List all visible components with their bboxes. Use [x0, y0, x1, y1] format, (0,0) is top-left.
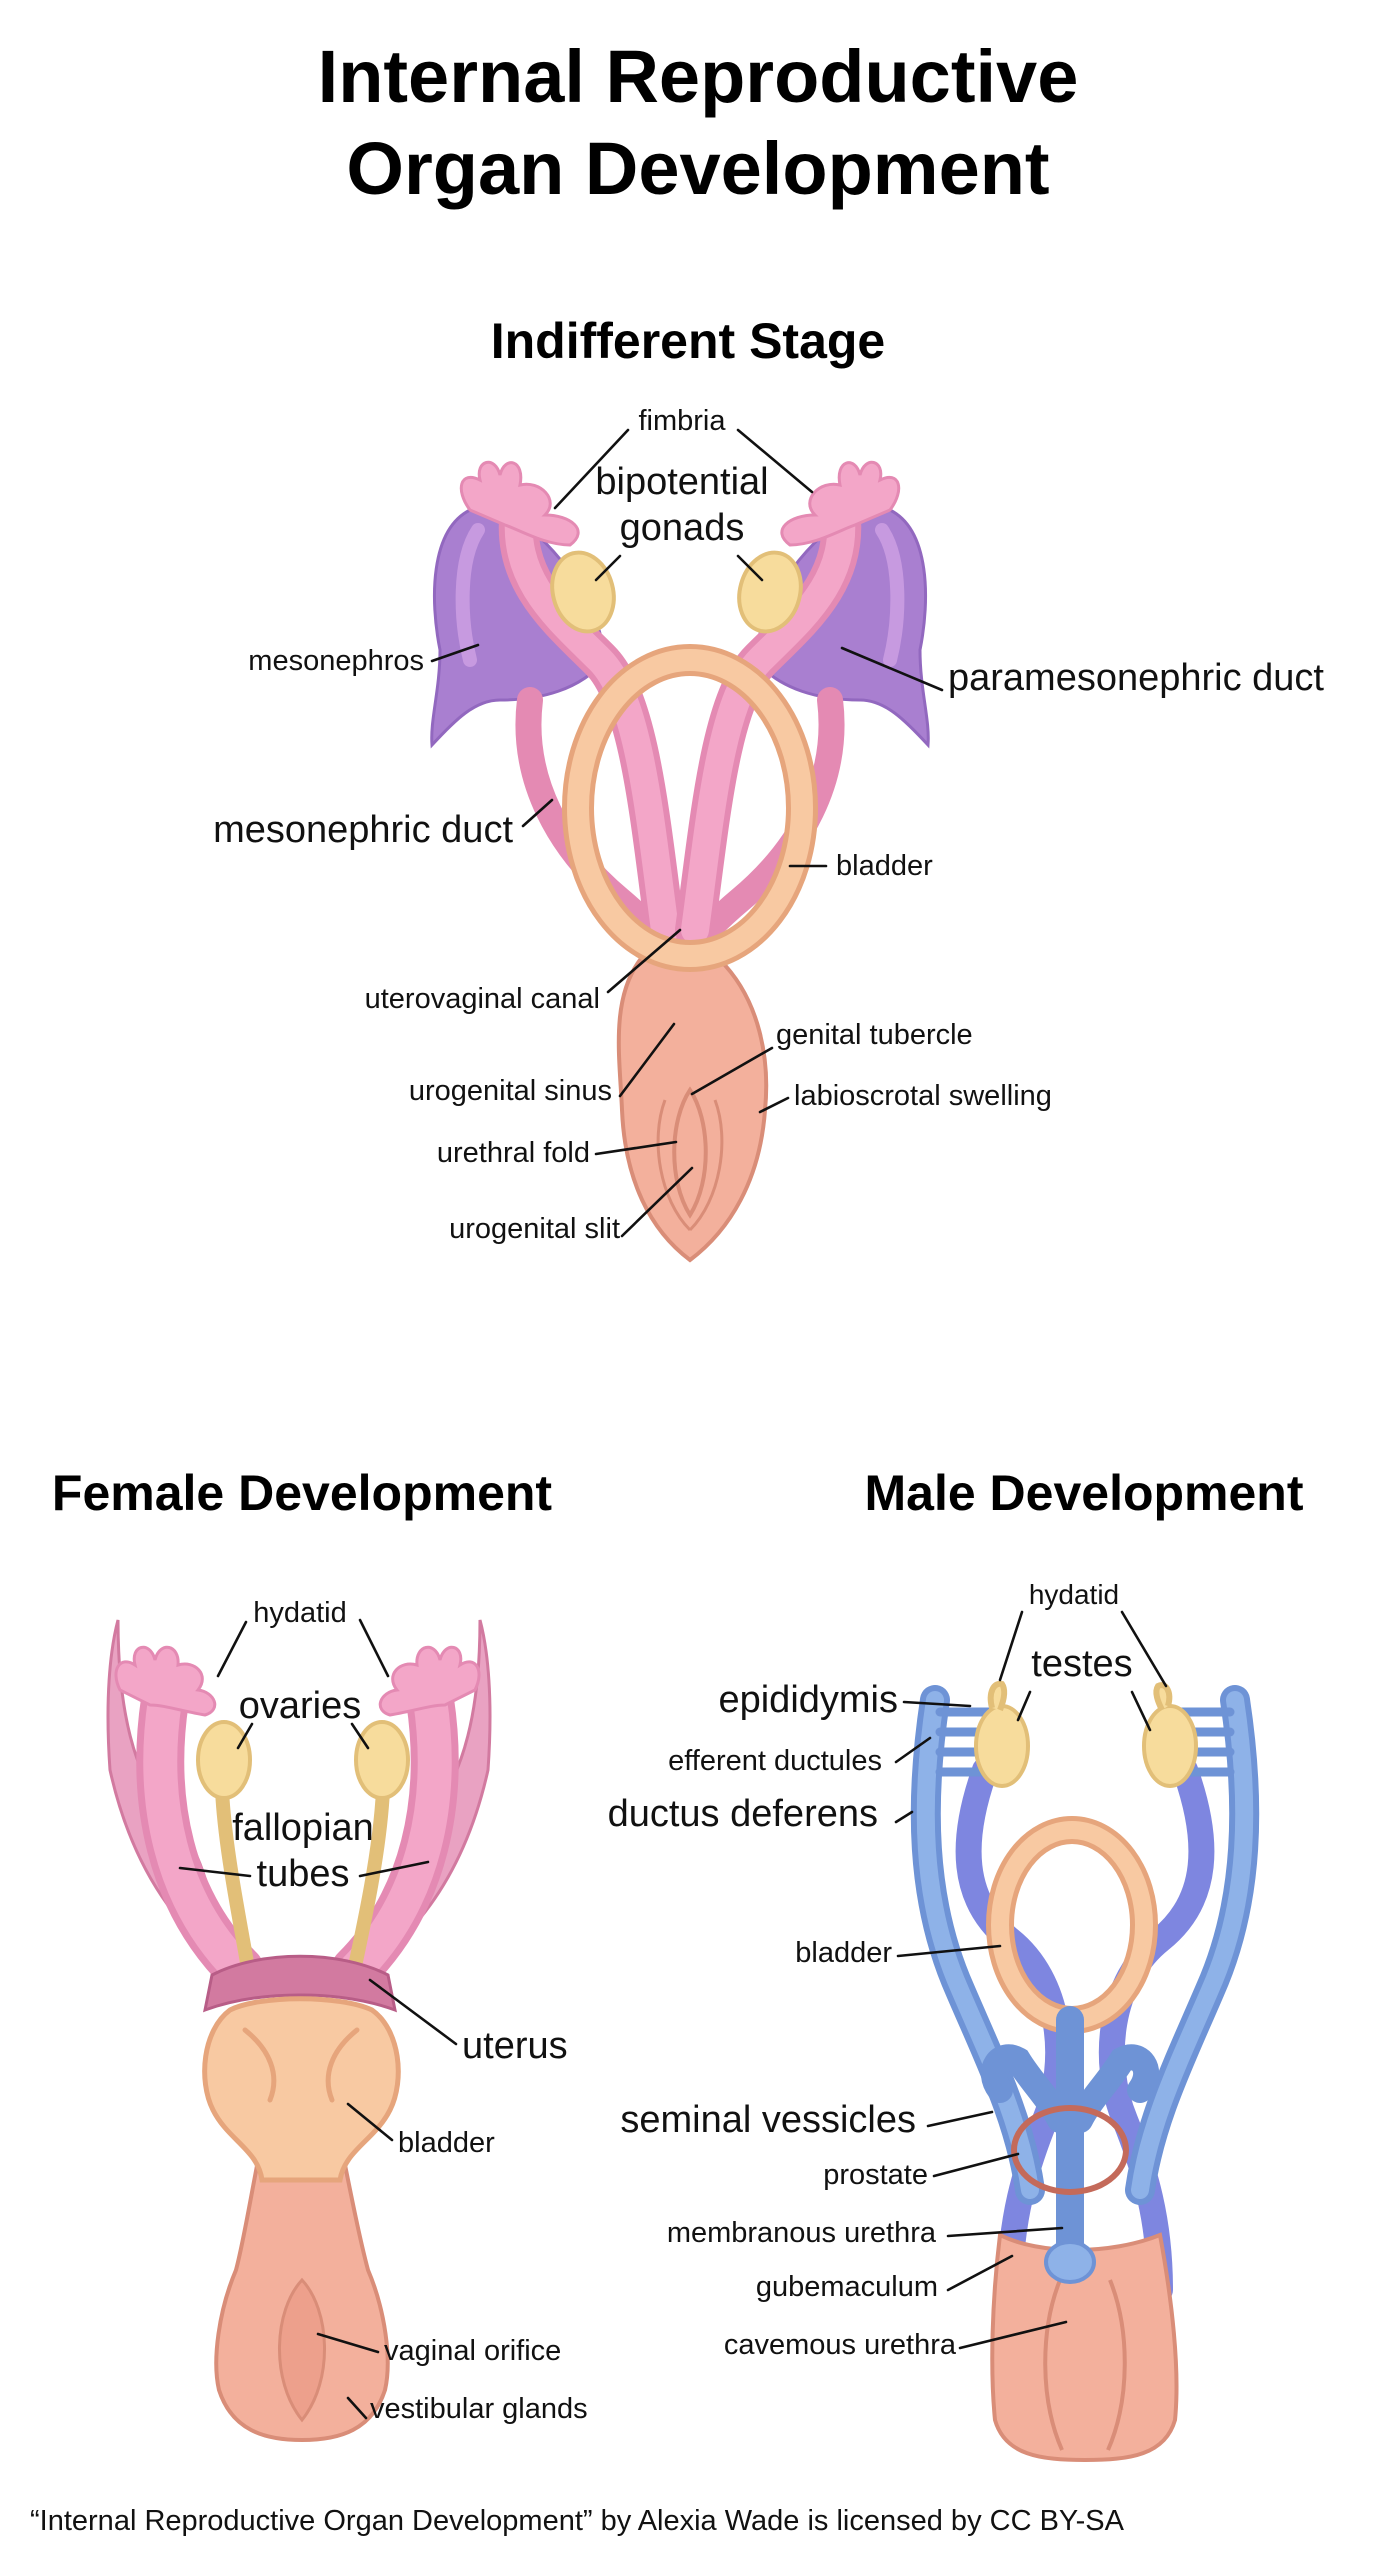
- page-title-line-1: Internal Reproductive: [318, 35, 1079, 118]
- label-urethral-fold: urethral fold: [437, 1137, 590, 1169]
- female-development-panel: Female Development: [52, 1465, 588, 2440]
- label-epididymis: epididymis: [718, 1679, 898, 1721]
- female-fimbria-left: [116, 1647, 215, 1715]
- female-development-heading: Female Development: [52, 1465, 553, 1521]
- label-fallopian-line-1: fallopian: [232, 1807, 374, 1849]
- label-vestibular-glands: vestibular glands: [370, 2393, 588, 2425]
- male-bladder-ring-inner: [1000, 1830, 1144, 2020]
- indifferent-stage-panel: Indifferent Stage: [213, 313, 1324, 1260]
- indifferent-stage-heading: Indifferent Stage: [491, 313, 885, 369]
- female-development-illustration: [108, 1620, 490, 2440]
- label-labioscrotal-swelling: labioscrotal swelling: [794, 1080, 1052, 1112]
- label-urogenital-slit: urogenital slit: [449, 1213, 620, 1245]
- hydatid-left-shape: [991, 1684, 1004, 1710]
- label-fimbria: fimbria: [638, 405, 726, 437]
- label-fallopian-line-2: tubes: [257, 1853, 350, 1895]
- ovary-left-shape: [198, 1722, 250, 1798]
- label-bipotential-line-2: gonads: [620, 507, 745, 549]
- label-gubemaculum: gubemaculum: [756, 2271, 938, 2303]
- leader-female-hydatid-left: [218, 1622, 246, 1676]
- testis-right-shape: [1144, 1706, 1196, 1786]
- page-title-line-2: Organ Development: [346, 127, 1049, 210]
- label-female-bladder: bladder: [398, 2127, 495, 2159]
- label-uterovaginal-canal: uterovaginal canal: [365, 983, 600, 1015]
- female-fimbria-right: [380, 1647, 479, 1715]
- female-bladder-shape: [205, 1999, 399, 2180]
- label-female-hydatid: hydatid: [253, 1597, 347, 1629]
- label-uterus: uterus: [462, 2025, 568, 2067]
- leader-seminal-vessicles: [928, 2112, 992, 2126]
- label-efferent-ductules: efferent ductules: [668, 1745, 882, 1777]
- label-mesonephric-duct: mesonephric duct: [213, 809, 513, 851]
- label-ovaries: ovaries: [239, 1685, 362, 1727]
- attribution-credit: “Internal Reproductive Organ Development…: [30, 2505, 1125, 2537]
- hydatid-right-shape: [1156, 1685, 1169, 1710]
- male-development-panel: Male Development: [608, 1465, 1304, 2460]
- label-testes: testes: [1031, 1643, 1132, 1685]
- label-urogenital-sinus: urogenital sinus: [409, 1075, 612, 1107]
- label-male-hydatid: hydatid: [1029, 1579, 1119, 1610]
- male-development-heading: Male Development: [864, 1465, 1303, 1521]
- label-prostate: prostate: [823, 2159, 928, 2191]
- leader-testes-right: [1132, 1692, 1150, 1730]
- label-ductus-deferens: ductus deferens: [608, 1793, 878, 1835]
- label-paramesonephric-duct: paramesonephric duct: [948, 657, 1324, 699]
- label-membranous-urethra: membranous urethra: [667, 2217, 937, 2249]
- label-genital-tubercle: genital tubercle: [776, 1019, 973, 1051]
- label-bipotential-line-1: bipotential: [595, 461, 768, 503]
- leader-testes-left: [1018, 1692, 1030, 1720]
- label-mesonephros: mesonephros: [248, 645, 424, 677]
- ovary-right-shape: [356, 1722, 408, 1798]
- label-bladder-indiff: bladder: [836, 850, 933, 882]
- leader-prostate: [934, 2154, 1018, 2176]
- leader-ductus-deferens: [896, 1812, 912, 1822]
- leader-female-hydatid-right: [360, 1620, 388, 1676]
- leader-male-hydatid-left: [1000, 1612, 1022, 1680]
- urogenital-slit-shape: [674, 1090, 706, 1215]
- label-male-bladder: bladder: [795, 1937, 892, 1969]
- label-seminal-vessicles: seminal vessicles: [620, 2099, 916, 2141]
- label-vaginal-orifice: vaginal orifice: [384, 2335, 561, 2367]
- gubernaculum-shape: [1046, 2242, 1094, 2282]
- label-cavemous-urethra: cavemous urethra: [724, 2329, 957, 2361]
